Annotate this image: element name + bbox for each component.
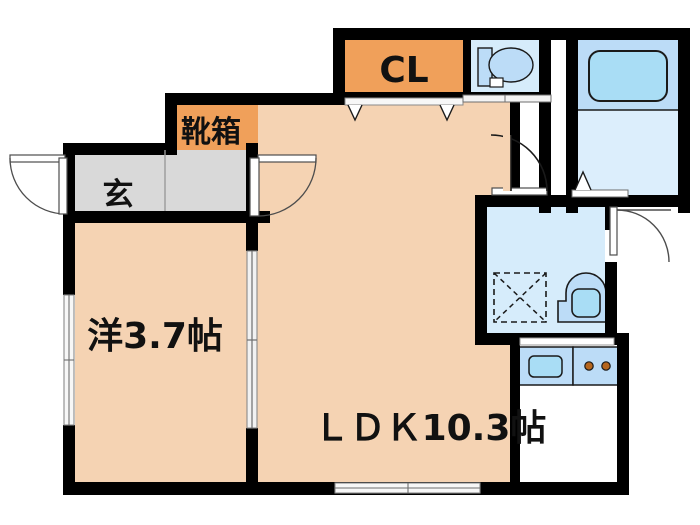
wall-ldk-top-left (165, 93, 345, 105)
wall-ldk-east-kitchen (510, 340, 520, 485)
washroom-door[interactable] (609, 206, 671, 263)
gas-stove-unit (572, 346, 620, 386)
room-western-style (75, 218, 258, 482)
fixture-vanity (557, 272, 615, 323)
wall-genkan-top (63, 143, 177, 155)
wall-toilet-bath-left (539, 28, 551, 213)
label-closet: CL (379, 50, 428, 91)
washer-outline (493, 272, 547, 323)
wall-washroom-right-lower (605, 262, 617, 345)
ldk-washroom-door-leaf[interactable] (491, 187, 548, 196)
label-ldk: ＬＤＫ10.3帖 (314, 408, 547, 449)
room-sliding-door[interactable] (246, 250, 258, 429)
toilet-bowl (488, 47, 534, 83)
wall-washroom-left (475, 195, 487, 345)
room-window-west[interactable] (63, 294, 75, 426)
label-shoebox: 靴箱 (181, 115, 241, 150)
closet-fold-chevron-left (347, 104, 363, 122)
label-genkan: 玄 (103, 177, 134, 213)
walls (63, 28, 690, 495)
room-fills (75, 40, 678, 482)
fixture-washing-machine-space (493, 272, 547, 323)
ldk-washroom-door-jamb (503, 135, 511, 191)
wall-room-south (63, 482, 270, 495)
ldk-washroom-door[interactable] (490, 134, 548, 196)
label-western-room: 洋3.7帖 (87, 316, 223, 357)
washroom-kitchen-opening (519, 337, 615, 346)
wall-room-west-lower (63, 425, 75, 495)
cabinet-shoebox (165, 105, 258, 150)
washer-diagonal-a (493, 272, 547, 323)
wall-cl-bottom (345, 92, 463, 100)
wall-left-of-cl (333, 28, 345, 100)
entrance-door-jamb (58, 157, 68, 215)
wall-washroom-top (475, 195, 617, 207)
interior-lines (164, 150, 166, 211)
wall-right-bath (678, 28, 690, 213)
vanity-basin (571, 288, 601, 318)
toilet-foot (489, 77, 504, 88)
washroom-door-arc (616, 209, 670, 263)
hall-door-swing-arc (257, 157, 317, 217)
wall-partition-bottom (246, 428, 258, 484)
ldk-washroom-door-arc (490, 134, 548, 192)
bath-door-track[interactable] (571, 189, 629, 198)
bathtub (588, 50, 668, 102)
burner-left-icon (584, 361, 594, 371)
entrance-door-leaf[interactable] (9, 154, 66, 163)
wall-room-west-upper (63, 223, 75, 295)
kitchen-sink-basin (528, 355, 563, 378)
washer-diagonal-b (493, 272, 547, 323)
bath-fold-chevron (574, 170, 592, 191)
fixture-toilet (477, 47, 534, 88)
entrance-door-swing-arc (9, 157, 67, 215)
wall-genkan-bottom (63, 211, 270, 223)
washroom-door-leaf[interactable] (609, 206, 618, 256)
wall-ldk-east-upper (510, 100, 520, 198)
bath-door[interactable] (571, 170, 629, 198)
closet-door-track[interactable] (344, 97, 464, 106)
ldk-window-south[interactable] (334, 482, 481, 494)
closet-cl (345, 40, 463, 98)
hall-door-jamb (249, 157, 260, 217)
closet-folding-door[interactable] (344, 97, 464, 122)
wall-shoebox-left (165, 93, 177, 155)
genkan-hall-door[interactable] (249, 154, 317, 217)
toilet-door-leaf-a[interactable] (462, 94, 508, 103)
wall-cl-toilet (463, 28, 471, 100)
hall-door-leaf[interactable] (257, 154, 317, 163)
toilet-door-leaf-b[interactable] (504, 94, 552, 103)
room-genkan (75, 150, 258, 218)
kitchen-opening-sill (519, 337, 615, 346)
closet-fold-chevron-right (439, 104, 455, 122)
wall-bath-left (566, 28, 578, 213)
fixture-bathtub (578, 50, 678, 111)
entrance-door[interactable] (9, 154, 68, 215)
wall-top-north (333, 28, 678, 40)
burner-right-icon (601, 361, 611, 371)
wall-partition-top (246, 223, 258, 251)
wall-kitchen-bay-south (520, 482, 629, 495)
fixture-kitchen (517, 346, 620, 386)
room-ldk-kitchen-bay (258, 345, 520, 482)
wall-kitchen-bay-east (617, 333, 629, 495)
toilet-door[interactable] (462, 94, 552, 103)
